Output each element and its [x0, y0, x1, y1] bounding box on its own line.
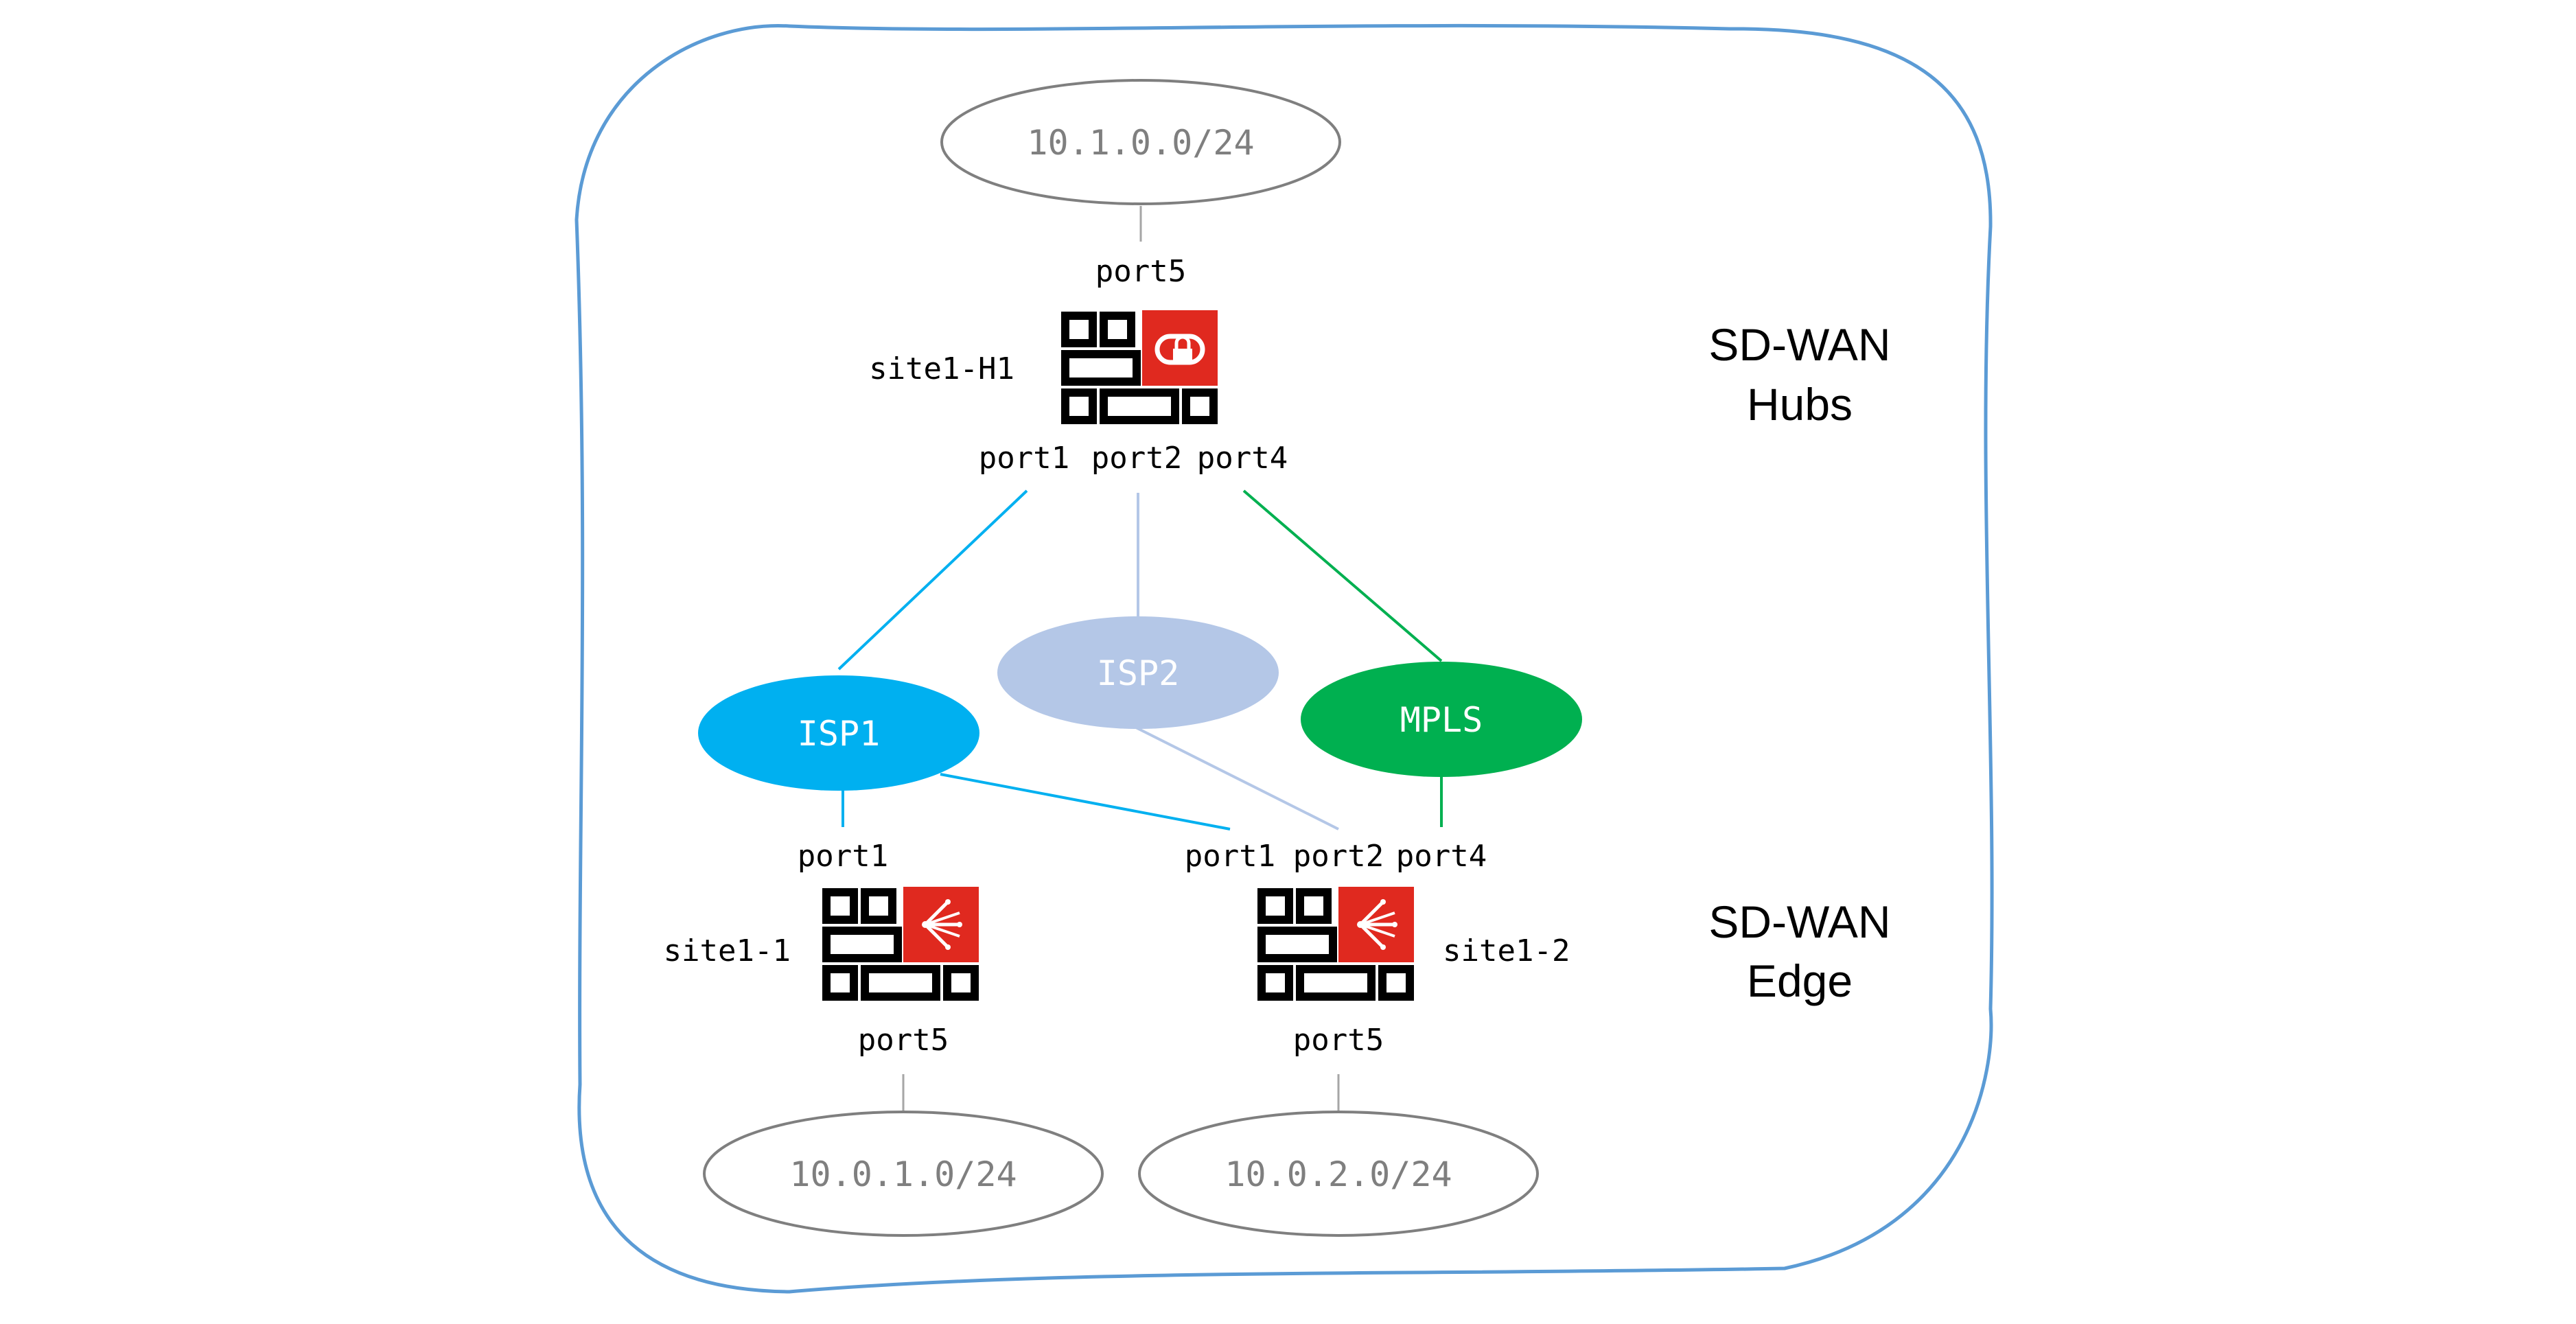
hub-port5-label: port5 [1095, 254, 1186, 289]
edge2-port1-label: port1 [1185, 839, 1275, 874]
edge1-firewall-device [826, 887, 979, 997]
sdwan-branch-icon [1338, 887, 1414, 962]
hubs-group-label: SD-WAN Hubs [1708, 319, 1890, 430]
site1-lan-subnet: 10.0.1.0/24 [789, 1154, 1017, 1194]
site1-lan-network: 10.0.1.0/24 [703, 1111, 1104, 1237]
edge2-port5-label: port5 [1293, 1023, 1384, 1058]
mpls-label: MPLS [1400, 700, 1483, 740]
site2-lan-subnet: 10.0.2.0/24 [1225, 1154, 1452, 1194]
edge2-port2-label: port2 [1293, 839, 1384, 874]
isp2-label: ISP2 [1097, 653, 1179, 693]
edge1-device-name: site1-1 [664, 933, 791, 968]
edge-group-label: SD-WAN Edge [1708, 896, 1890, 1006]
hub-device-name: site1-H1 [869, 351, 1014, 386]
isp2-cloud: ISP2 [997, 616, 1279, 729]
hubs-label-line1: SD-WAN [1708, 319, 1890, 370]
isp1-cloud: ISP1 [698, 675, 979, 791]
isp1-label: ISP1 [798, 714, 880, 754]
hub-mpls-link [1242, 489, 1443, 662]
isp1-edge2-link [940, 773, 1231, 831]
isp2-edge2-link [1135, 726, 1339, 831]
edge-label-line2: Edge [1747, 955, 1853, 1006]
hub-isp1-link [837, 489, 1028, 671]
hub-port2-label: port2 [1091, 441, 1182, 476]
edge2-port4-label: port4 [1396, 839, 1487, 874]
hub-port4-label: port4 [1197, 441, 1288, 476]
edge1-port1-label: port1 [798, 839, 888, 874]
hubs-label-line2: Hubs [1747, 379, 1853, 430]
hub-lan-network: 10.1.0.0/24 [940, 79, 1341, 205]
sd-wan-boundary [575, 23, 1994, 1294]
sdwan-branch-icon [903, 887, 979, 962]
mpls-cloud: MPLS [1301, 662, 1582, 777]
site2-lan-network: 10.0.2.0/24 [1138, 1111, 1539, 1237]
edge-label-line1: SD-WAN [1708, 896, 1890, 947]
hub-firewall-device [1065, 310, 1218, 420]
edge2-firewall-device [1262, 887, 1414, 997]
hub-port1-label: port1 [979, 441, 1069, 476]
edge2-device-name: site1-2 [1443, 933, 1570, 968]
edge1-port5-label: port5 [858, 1023, 949, 1058]
hub-lan-subnet: 10.1.0.0/24 [1027, 123, 1254, 163]
vpn-lock-icon [1142, 310, 1218, 386]
